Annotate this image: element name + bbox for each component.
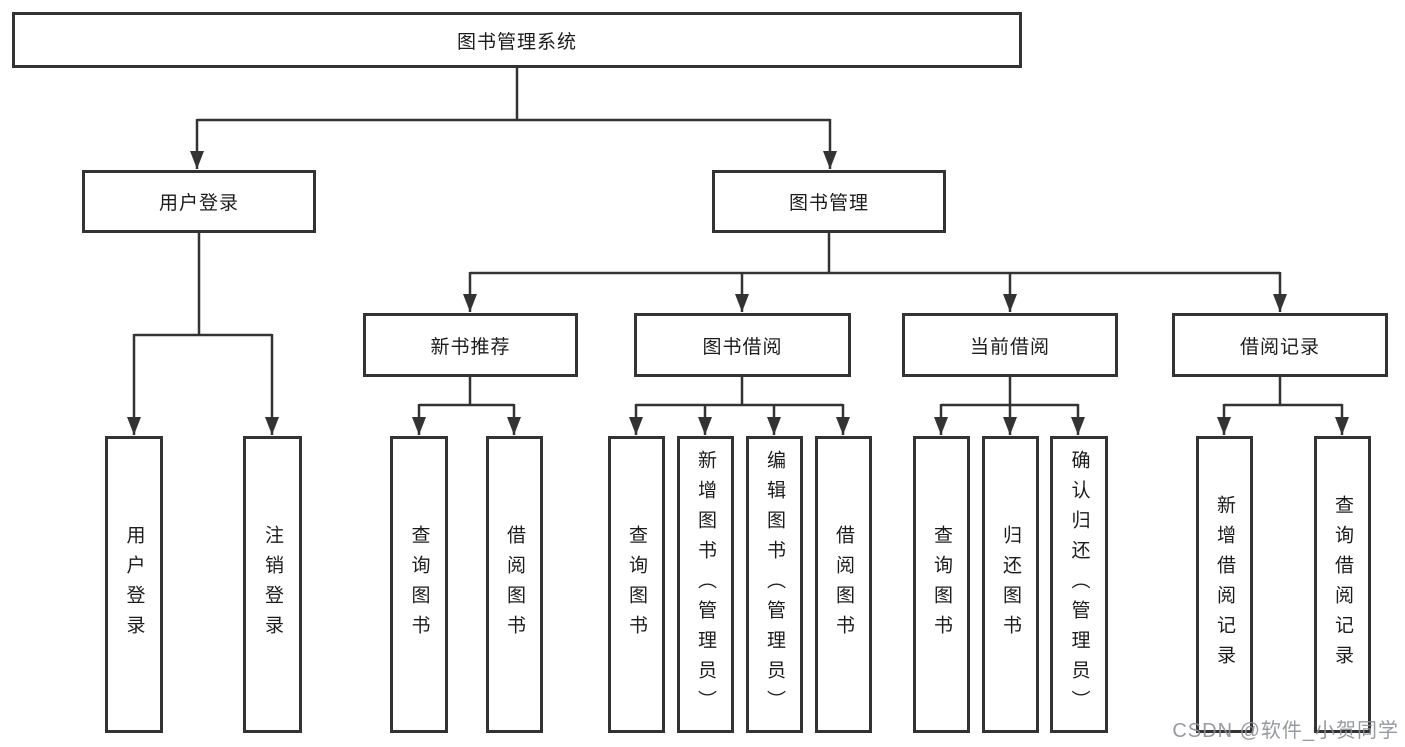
- leaf-query-book-borrow: 查询图书: [608, 436, 665, 733]
- leaf-borrow-book-rec: 借阅图书: [486, 436, 543, 733]
- node-user-login: 用户登录: [82, 170, 316, 233]
- leaf-label: 编辑图书（管理员）: [764, 449, 785, 720]
- leaf-label: 确认归还（管理员）: [1068, 449, 1090, 720]
- leaf-borrow-book: 借阅图书: [815, 436, 872, 733]
- node-library-management-system: 图书管理系统: [12, 12, 1022, 68]
- leaf-label: 注销登录: [262, 524, 283, 645]
- leaf-add-book-admin: 新增图书（管理员）: [677, 436, 734, 733]
- leaf-label: 查询图书: [626, 524, 647, 645]
- leaf-label: 归还图书: [1000, 524, 1021, 645]
- leaf-edit-book-admin: 编辑图书（管理员）: [746, 436, 803, 733]
- leaf-query-book-rec: 查询图书: [390, 436, 448, 733]
- leaf-label: 借阅图书: [833, 524, 854, 645]
- leaf-logout: 注销登录: [243, 436, 302, 733]
- node-book-borrow: 图书借阅: [634, 313, 851, 377]
- node-book-management: 图书管理: [712, 170, 946, 233]
- node-new-book-recommend: 新书推荐: [363, 313, 578, 377]
- leaf-label: 新增图书（管理员）: [695, 449, 716, 720]
- leaf-label: 查询图书: [931, 524, 952, 645]
- node-borrow-records: 借阅记录: [1172, 313, 1388, 377]
- leaf-query-book-current: 查询图书: [913, 436, 970, 733]
- leaf-return-book: 归还图书: [982, 436, 1039, 733]
- leaf-query-borrow-record: 查询借阅记录: [1314, 436, 1371, 733]
- leaf-label: 借阅图书: [504, 524, 525, 645]
- leaf-confirm-return-admin: 确认归还（管理员）: [1050, 436, 1108, 733]
- csdn-watermark: CSDN @软件_小贺同学: [1172, 720, 1399, 742]
- leaf-user-login: 用户登录: [105, 436, 163, 733]
- leaf-label: 查询图书: [408, 524, 430, 645]
- node-current-borrow: 当前借阅: [902, 313, 1118, 377]
- leaf-label: 用户登录: [123, 524, 145, 645]
- leaf-add-borrow-record: 新增借阅记录: [1196, 436, 1253, 733]
- leaf-label: 新增借阅记录: [1214, 494, 1235, 675]
- leaf-label: 查询借阅记录: [1332, 494, 1353, 675]
